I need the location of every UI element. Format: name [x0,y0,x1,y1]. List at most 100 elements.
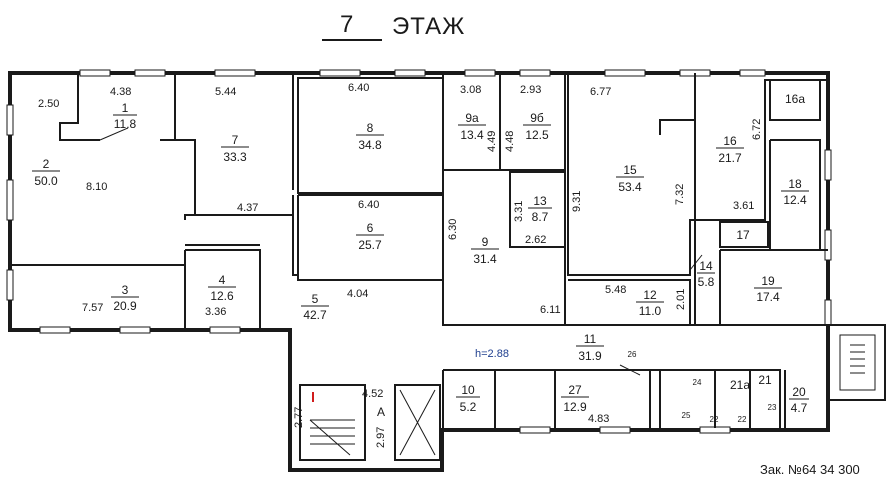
svg-text:19: 19 [761,274,775,288]
svg-text:2: 2 [43,157,50,171]
svg-text:2.97: 2.97 [375,427,387,448]
svg-text:34.8: 34.8 [358,138,382,152]
room-4-label: 4 12.6 [208,273,236,303]
outer-wall [8,71,830,472]
svg-text:6: 6 [367,221,374,235]
room-9a-label: 9а 13.4 [458,111,486,142]
svg-text:50.0: 50.0 [34,174,58,188]
svg-text:6.77: 6.77 [590,86,611,98]
room-21a-label: 21а [730,378,750,392]
room-6-label: 6 25.7 [356,221,384,252]
room-19-label: 19 17.4 [754,274,782,304]
svg-text:2.93: 2.93 [520,84,541,96]
room-23-label: 23 [768,403,777,412]
svg-text:6.72: 6.72 [751,119,763,140]
title-number: 7 [340,11,354,38]
svg-text:9а: 9а [465,111,479,125]
svg-text:3.61: 3.61 [733,200,754,212]
svg-text:11.0: 11.0 [639,304,662,318]
svg-text:12.9: 12.9 [563,400,587,414]
room-10-label: 10 5.2 [456,383,480,414]
svg-text:4.49: 4.49 [486,131,498,152]
svg-text:5.48: 5.48 [605,284,626,296]
svg-text:20.9: 20.9 [113,299,137,313]
svg-text:8.7: 8.7 [532,210,549,224]
room-11-label: 11 31.9 [576,332,604,363]
svg-text:2.01: 2.01 [675,289,687,310]
svg-text:31.9: 31.9 [578,349,602,363]
svg-text:42.7: 42.7 [303,308,327,322]
svg-text:14: 14 [699,259,713,273]
room-2-label: 2 50.0 [32,157,60,188]
svg-text:12.6: 12.6 [210,289,234,303]
svg-text:6.30: 6.30 [447,219,459,240]
title-word: ЭТАЖ [392,13,465,40]
svg-text:16: 16 [723,134,737,148]
svg-text:3.08: 3.08 [460,84,481,96]
room-16-label: 16 21.7 [716,134,744,165]
svg-text:2.62: 2.62 [525,234,546,246]
svg-text:2.77: 2.77 [293,407,305,428]
room-21-label: 21 [758,373,772,387]
ceiling-height-label: h=2.88 [475,348,509,360]
svg-text:25.7: 25.7 [358,238,382,252]
order-number: Зак. №64 34 300 [760,462,860,477]
windows [6,69,832,434]
room-5-label: 5 42.7 [301,292,329,322]
room-20-label: 20 4.7 [789,385,809,415]
room-labels: 1 11.8 2 50.0 3 20.9 4 12.6 5 42.7 6 25.… [32,92,809,424]
room-26-label: 26 [628,350,637,359]
svg-text:4.48: 4.48 [504,131,516,152]
svg-text:5: 5 [312,292,319,306]
svg-text:31.4: 31.4 [473,252,497,266]
room-16a-label: 16а [785,92,805,106]
svg-text:15: 15 [623,163,637,177]
svg-text:4.7: 4.7 [791,401,808,415]
stair-letter-label: А [377,405,385,419]
svg-text:4.83: 4.83 [588,413,609,425]
room-9b-label: 9б 12.5 [523,111,551,142]
svg-text:18: 18 [788,177,802,191]
svg-text:9.31: 9.31 [571,191,583,212]
svg-text:3.36: 3.36 [205,306,226,318]
room-12-label: 12 11.0 [636,288,664,318]
svg-text:11.8: 11.8 [114,117,137,131]
svg-text:13: 13 [533,194,547,208]
svg-text:4: 4 [219,273,226,287]
svg-text:3: 3 [122,283,129,297]
room-24-label: 24 [693,378,702,387]
svg-text:9б: 9б [530,111,544,125]
svg-text:10: 10 [461,383,475,397]
room-15-label: 15 53.4 [616,163,644,194]
svg-text:8.10: 8.10 [86,181,107,193]
svg-text:1: 1 [122,101,129,115]
room-7-label: 7 33.3 [221,133,249,164]
svg-text:2.50: 2.50 [38,98,59,110]
svg-text:8: 8 [367,121,374,135]
room-18-label: 18 12.4 [781,177,809,207]
svg-text:6.11: 6.11 [540,304,561,316]
svg-text:33.3: 33.3 [223,150,247,164]
svg-text:12.5: 12.5 [525,128,549,142]
svg-text:4.52: 4.52 [362,388,383,400]
interior-walls [10,73,886,461]
room-14-label: 14 5.8 [697,259,715,289]
room-25-label: 25 [682,411,691,420]
room-1-label: 1 11.8 [113,101,137,131]
svg-text:7.32: 7.32 [674,184,686,205]
svg-text:11: 11 [584,332,597,346]
svg-text:5.8: 5.8 [698,275,715,289]
svg-text:4.38: 4.38 [110,86,131,98]
room-9-label: 9 31.4 [471,235,499,266]
svg-text:12.4: 12.4 [783,193,807,207]
svg-text:12: 12 [643,288,657,302]
svg-text:13.4: 13.4 [460,128,484,142]
svg-text:6.40: 6.40 [358,199,379,211]
svg-text:3.31: 3.31 [513,201,525,222]
dimension-labels: 2.50 4.38 5.44 6.40 3.08 2.93 6.77 8.10 … [38,82,763,448]
room-8-label: 8 34.8 [356,121,384,152]
room-3-label: 3 20.9 [111,283,139,313]
svg-text:5.44: 5.44 [215,86,236,98]
svg-text:5.2: 5.2 [460,400,477,414]
